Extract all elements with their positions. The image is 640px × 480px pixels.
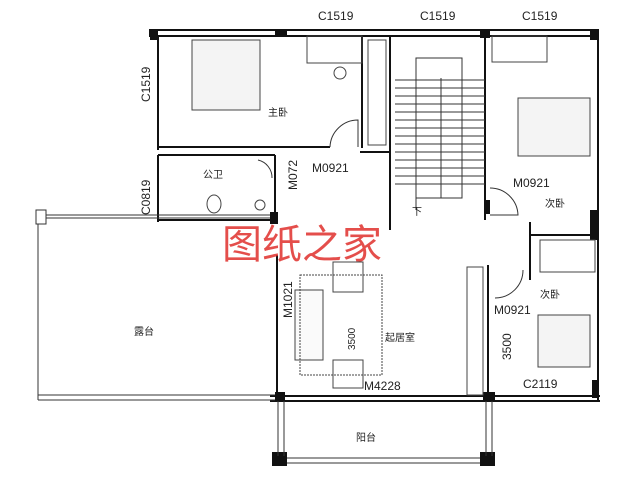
door-label-living-front: M4228 <box>364 379 401 393</box>
door-swings <box>257 119 524 299</box>
terrace-outline <box>35 209 275 401</box>
master-desk-icon <box>306 35 363 64</box>
toilet-icon <box>206 194 222 214</box>
window-label-left-master: C1519 <box>139 66 153 102</box>
door-label-master: M0921 <box>312 161 349 175</box>
dimension-bedroom-lower: 3500 <box>500 333 514 360</box>
room-label-bedroom-lower: 次卧 <box>540 288 560 301</box>
room-label-balcony: 阳台 <box>356 431 376 444</box>
labels: C1519 C1519 C1519 C1519 C0819 C2119 M092… <box>134 9 565 444</box>
stairs <box>395 57 485 210</box>
door-label-bedroom-lower: M0921 <box>494 303 531 317</box>
chair-icon <box>333 66 347 80</box>
tv-cabinet-icon <box>466 266 484 396</box>
upper-bedroom-bed-icon <box>517 97 591 157</box>
sofa-icon <box>294 289 324 361</box>
room-label-terrace: 露台 <box>134 325 154 338</box>
armchair-top-icon <box>332 261 364 293</box>
watermark: 图纸之家 <box>222 222 382 268</box>
wardrobe-icon <box>367 39 387 146</box>
wardrobe-lower-icon <box>539 239 596 273</box>
room-label-bedroom-upper: 次卧 <box>545 197 565 210</box>
door-label-living-side: M1021 <box>281 281 295 318</box>
stair-down-label: 下 <box>412 207 422 218</box>
room-label-master-bedroom: 主卧 <box>268 106 288 119</box>
window-label-bottom-right: C2119 <box>523 377 558 391</box>
upper-bedroom-desk-icon <box>491 35 548 63</box>
armchair-bottom-icon <box>332 359 364 389</box>
columns <box>150 30 598 466</box>
window-label-left-bath: C0819 <box>139 179 153 215</box>
room-label-bathroom: 公卫 <box>203 170 223 181</box>
window-label-top-middle: C1519 <box>420 9 456 23</box>
sink-icon <box>254 199 266 211</box>
dimension-living-rug: 3500 <box>347 327 358 350</box>
window-label-top-right: C1519 <box>522 9 558 23</box>
door-label-bath: M072 <box>286 160 300 190</box>
rug-icon <box>299 274 383 376</box>
room-label-living-room: 起居室 <box>385 331 415 344</box>
window-label-top-left: C1519 <box>318 9 354 23</box>
lower-bedroom-bed-icon <box>537 314 591 368</box>
master-bed-icon <box>191 39 261 111</box>
door-label-bedroom-upper: M0921 <box>513 176 550 190</box>
balcony-outline <box>277 401 493 464</box>
furniture <box>191 35 596 396</box>
